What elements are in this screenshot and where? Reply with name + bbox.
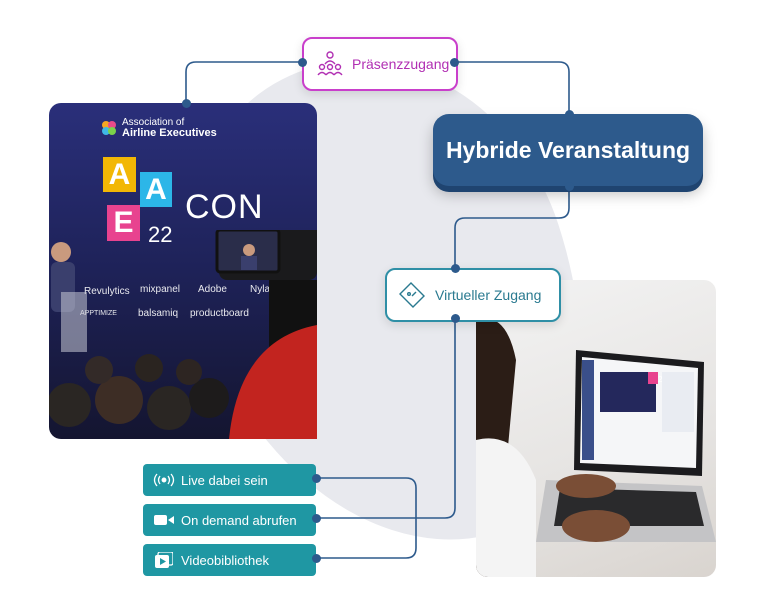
connector-dot	[450, 58, 459, 67]
option-videobibliothek-label: Videobibliothek	[181, 552, 269, 568]
connector-dot	[312, 554, 321, 563]
ticket-icon	[399, 282, 425, 308]
node-virtueller-zugang: Virtueller Zugang	[385, 268, 561, 322]
option-videobibliothek[interactable]: Videobibliothek	[143, 544, 316, 576]
stage-year: 22	[148, 222, 173, 247]
sponsor-revulytics: Revulytics	[84, 286, 130, 297]
laptop-photo: 22	[476, 280, 716, 577]
connector-options-bracket	[316, 477, 417, 559]
video-camera-icon	[151, 514, 177, 526]
logo-line-1: Association of	[122, 117, 185, 128]
audience-icon	[317, 51, 343, 76]
stage-tile-a-1: A	[103, 157, 136, 192]
association-logo-icon	[102, 121, 116, 135]
connector-praesenz-to-stage	[185, 61, 302, 103]
connector-hybrid-to-virtuell	[454, 186, 570, 268]
stage-tile-e: E	[107, 205, 140, 241]
connector-dot	[565, 182, 574, 191]
option-on-demand-abrufen[interactable]: On demand abrufen	[143, 504, 316, 536]
connector-dot	[451, 264, 460, 273]
sponsor-adobe: Adobe	[198, 284, 227, 295]
connector-dot	[182, 99, 191, 108]
sponsor-wall: Revulytics mixpanel Adobe Nylas APPTIMIZ…	[80, 278, 280, 348]
sponsor-mixpanel: mixpanel	[140, 284, 181, 295]
option-on-demand-label: On demand abrufen	[181, 512, 297, 528]
praesenzzugang-label: Präsenzzugang	[352, 56, 450, 72]
connector-virtuell-to-options	[316, 318, 456, 519]
laptop-scene-illustration: 22	[476, 318, 716, 577]
sponsor-apptimize: APPTIMIZE	[80, 310, 117, 317]
connector-dot	[312, 474, 321, 483]
virtueller-zugang-label: Virtueller Zugang	[435, 287, 542, 303]
play-library-icon	[151, 552, 177, 568]
association-logo: Association of Airline Executives	[101, 117, 217, 139]
logo-line-2: Airline Executives	[122, 127, 217, 139]
stage-tile-a-2: A	[140, 172, 172, 207]
option-live-label: Live dabei sein	[181, 472, 268, 488]
sponsor-productboard: productboard	[190, 308, 249, 319]
option-live-dabei-sein[interactable]: Live dabei sein	[143, 464, 316, 496]
connector-dot	[451, 314, 460, 323]
broadcast-icon	[151, 473, 177, 487]
hybride-veranstaltung-label: Hybride Veranstaltung	[445, 136, 691, 163]
node-praesenzzugang: Präsenzzugang	[302, 37, 458, 91]
stage-scene-illustration	[49, 230, 317, 439]
connector-praesenz-to-hybrid	[454, 61, 570, 114]
node-hybride-veranstaltung: Hybride Veranstaltung	[433, 114, 703, 186]
sponsor-balsamiq: balsamiq	[138, 308, 179, 319]
connector-dot	[298, 58, 307, 67]
connector-dot	[565, 110, 574, 119]
sponsor-nylas: Nylas	[250, 284, 276, 295]
stage-conf-text: CON	[185, 188, 264, 226]
connector-dot	[312, 514, 321, 523]
